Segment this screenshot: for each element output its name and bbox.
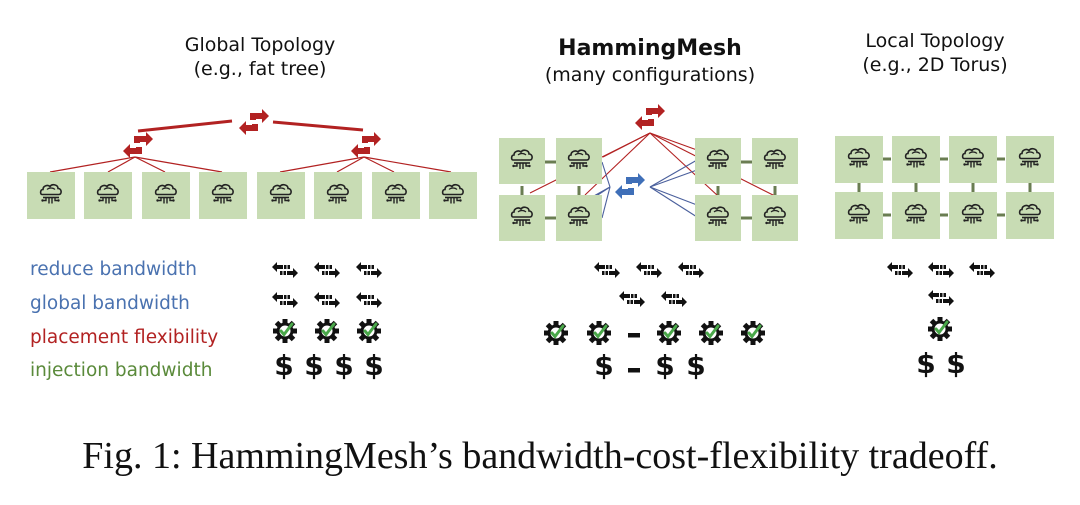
bidirectional-arrows-icon: [356, 292, 382, 308]
torus-links: [857, 157, 1032, 217]
compute-node: [949, 192, 997, 239]
figure-caption: Fig. 1: HammingMesh’s bandwidth-cost-fle…: [82, 435, 998, 477]
bidirectional-arrows-icon: [678, 262, 704, 278]
bidirectional-arrows-icon: [594, 262, 620, 278]
bidirectional-arrows-icon: [928, 262, 954, 278]
panel-subtitle: (many configurations): [544, 64, 756, 86]
hammingmesh-nodes: [499, 138, 798, 241]
bidirectional-arrows-icon: [969, 262, 995, 278]
hammingmesh-title: HammingMesh (many configurations): [520, 35, 780, 87]
fat-tree-links: [49, 119, 452, 173]
dollar-icon: [594, 349, 614, 382]
local-topology-title: Local Topology (e.g., 2D Torus): [830, 29, 1040, 77]
compute-node: [499, 195, 545, 241]
compute-node: [499, 138, 545, 184]
switch-icon: [239, 109, 269, 135]
panel-title: Global Topology: [184, 34, 336, 56]
bidirectional-arrows-icon: [314, 292, 340, 308]
dollar-icon: [655, 349, 675, 382]
bidirectional-arrows-icon: [928, 290, 954, 306]
panel-title: Local Topology: [865, 30, 1005, 52]
panel-title: HammingMesh: [558, 36, 742, 61]
compute-node: [199, 172, 247, 219]
global-topology-title: Global Topology (e.g., fat tree): [150, 33, 370, 81]
compute-node: [949, 136, 997, 183]
bidirectional-arrows-icon: [272, 292, 298, 308]
torus-nodes: [835, 136, 1054, 239]
switch-icon: [635, 104, 665, 130]
compute-node: [752, 138, 798, 184]
compute-node: [835, 192, 883, 239]
gear-check-icon: [313, 317, 341, 345]
bidirectional-arrows-icon: [661, 291, 687, 307]
compute-node: [372, 172, 420, 219]
legend-global-bandwidth: global bandwidth: [30, 293, 190, 314]
dollar-icon: [686, 349, 706, 382]
bidirectional-arrows-icon: [356, 262, 382, 278]
compute-node: [84, 172, 132, 219]
compute-node: [556, 138, 602, 184]
compute-node: [695, 138, 741, 184]
panel-subtitle: (e.g., 2D Torus): [862, 54, 1008, 76]
dollar-icon: [364, 349, 384, 382]
compute-node: [892, 136, 940, 183]
ratings: [271, 262, 995, 382]
compute-node: [1006, 136, 1054, 183]
gear-check-icon: [739, 319, 767, 347]
compute-node: [27, 172, 75, 219]
compute-node: [1006, 192, 1054, 239]
gear-check-icon: [926, 315, 954, 343]
compute-node: [556, 195, 602, 241]
compute-node: [429, 172, 477, 219]
bidirectional-arrows-icon: [887, 262, 913, 278]
compute-node: [695, 195, 741, 241]
bidirectional-arrows-icon: [272, 262, 298, 278]
dollar-icon: [334, 349, 354, 382]
gear-check-icon: [355, 317, 383, 345]
gear-check-icon: [271, 317, 299, 345]
compute-node: [142, 172, 190, 219]
gear-check-icon: [585, 319, 613, 347]
dollar-icon: [946, 347, 966, 380]
dollar-icon: [304, 349, 324, 382]
bidirectional-arrows-icon: [314, 262, 340, 278]
compute-node: [835, 136, 883, 183]
legend-reduce-bandwidth: reduce bandwidth: [30, 259, 198, 280]
range-dash: [628, 368, 640, 373]
legend-injection-bandwidth: injection bandwidth: [30, 360, 213, 381]
fat-tree-nodes: [27, 172, 477, 219]
compute-node: [314, 172, 362, 219]
compute-node: [752, 195, 798, 241]
legend-placement-flexibility: placement flexibility: [30, 327, 219, 348]
gear-check-icon: [655, 319, 683, 347]
gear-check-icon: [697, 319, 725, 347]
bidirectional-arrows-icon: [619, 291, 645, 307]
switch-icon: [351, 132, 381, 158]
bidirectional-arrows-icon: [636, 262, 662, 278]
dollar-icon: [274, 349, 294, 382]
dollar-icon: [916, 347, 936, 380]
compute-node: [892, 192, 940, 239]
gear-check-icon: [542, 319, 570, 347]
compute-node: [257, 172, 305, 219]
range-dash: [628, 333, 640, 338]
switch-icon: [615, 173, 645, 199]
topology-diagram: $: [27, 104, 1054, 382]
panel-subtitle: (e.g., fat tree): [193, 58, 327, 80]
switch-icon: [123, 132, 153, 158]
